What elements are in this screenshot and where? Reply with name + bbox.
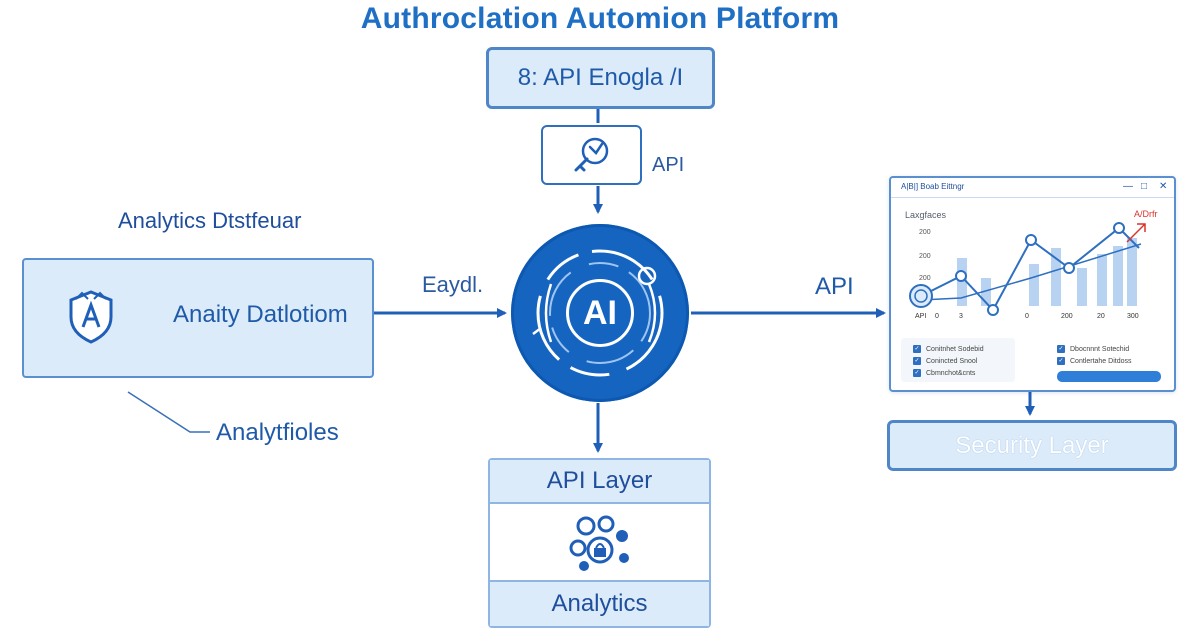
key-wrench-icon	[574, 137, 608, 172]
mini-chart: 200 200 200 API 0 3 0 200 20 300	[909, 222, 1146, 320]
page-title: Authroclation Automion Platform	[360, 2, 840, 35]
api-engine-label: 8: API Enogla /I	[517, 64, 684, 91]
shield-icon	[69, 290, 113, 344]
dashboard-window: A|B|] Boab Eittngr — □ ✕ Laxgfaces A/Drf…	[889, 176, 1176, 392]
chart-bar	[1077, 268, 1087, 306]
security-layer-box: Security Layer	[887, 420, 1177, 471]
checkbox-checked-icon[interactable]: ✓	[913, 357, 921, 365]
x-tick-6: 20	[1097, 313, 1105, 320]
chart-point	[955, 270, 967, 282]
list-item[interactable]: ✓ Cbmnchot&cnts	[913, 369, 975, 377]
list-item[interactable]: ✓ Conitnhet Sodebid	[913, 345, 984, 353]
x-tick-4: 0	[1025, 313, 1029, 320]
x-tick-7: 300	[1127, 313, 1139, 320]
y-tick-3: 200	[919, 275, 931, 282]
list-item[interactable]: ✓ Conincted Snool	[913, 357, 977, 365]
checkbox-checked-icon[interactable]: ✓	[1057, 357, 1065, 365]
window-subtitle: Laxgfaces	[905, 210, 947, 220]
list-item-label: Dbocnnnt Sotechid	[1070, 345, 1130, 353]
chart-bar	[1127, 238, 1137, 306]
api-badge-icon	[909, 284, 933, 308]
list-item-label: Conitnhet Sodebid	[926, 345, 984, 353]
minimize-button[interactable]: —	[1123, 181, 1133, 192]
chart-point	[1025, 234, 1037, 246]
window-title: A|B|] Boab Eittngr	[901, 182, 965, 191]
analytics-label: Analytics	[551, 590, 648, 617]
list-item-label: Contlertahe Ditdoss	[1070, 357, 1132, 365]
people-network-icon	[569, 515, 629, 571]
right-flow-label: API	[815, 273, 854, 300]
list-item-label: Conincted Snool	[926, 357, 978, 365]
chart-bar	[981, 278, 991, 306]
chart-bar	[1113, 246, 1123, 306]
chart-point	[1063, 262, 1075, 274]
api-layer-header: API Layer	[490, 460, 709, 504]
trend-up-arrow-icon	[1126, 223, 1146, 243]
left-flow-label: Eaydl.	[422, 272, 484, 297]
security-layer-label: Security Layer	[955, 431, 1109, 459]
maximize-button[interactable]: □	[1141, 181, 1148, 192]
key-icon-box	[541, 125, 642, 185]
progress-bar	[1057, 371, 1161, 382]
y-tick-1: 200	[919, 229, 931, 236]
note-pointer-line	[127, 391, 210, 433]
checkbox-checked-icon[interactable]: ✓	[1057, 345, 1065, 353]
chart-bar	[1097, 254, 1107, 306]
window-titlebar: A|B|] Boab Eittngr — □ ✕	[891, 178, 1174, 198]
api-badge-inner	[914, 289, 928, 303]
ai-core-label: AI	[566, 279, 634, 347]
x-tick-5: 200	[1061, 313, 1073, 320]
chart-point	[1113, 222, 1125, 234]
x-tick-1: API	[915, 313, 926, 320]
api-engine-box: 8: API Enogla /I	[486, 47, 715, 109]
chart-point	[987, 304, 999, 316]
api-layer-stack: API Layer Analytics	[488, 458, 711, 628]
analytics-footer: Analytics	[490, 580, 709, 626]
chart-bar	[957, 258, 967, 306]
ai-circuit-icon	[532, 249, 664, 377]
y-tick-2: 200	[919, 253, 931, 260]
close-button[interactable]: ✕	[1159, 181, 1168, 192]
list-item-label: Cbmnchot&cnts	[926, 369, 976, 377]
list-item[interactable]: ✓ Contlertahe Ditdoss	[1057, 357, 1131, 365]
chart-bar	[1029, 264, 1039, 306]
analytics-dashboard-heading: Analytics Dtstfeuar	[118, 208, 302, 233]
window-legend: A/Drfr	[1134, 209, 1158, 219]
checkbox-checked-icon[interactable]: ✓	[913, 345, 921, 353]
x-tick-2: 0	[935, 313, 939, 320]
chart-line-secondary	[920, 243, 1142, 301]
checkbox-checked-icon[interactable]: ✓	[913, 369, 921, 377]
api-side-label: API	[652, 154, 685, 176]
api-layer-label: API Layer	[546, 467, 653, 494]
analytics-platform-label: Anaity Datlotiom	[173, 301, 348, 328]
chart-bar	[1051, 248, 1061, 306]
x-tick-3: 3	[959, 313, 963, 320]
list-item[interactable]: ✓ Dbocnnnt Sotechid	[1057, 345, 1129, 353]
analytics-note-label: Analytfioles	[216, 419, 339, 446]
